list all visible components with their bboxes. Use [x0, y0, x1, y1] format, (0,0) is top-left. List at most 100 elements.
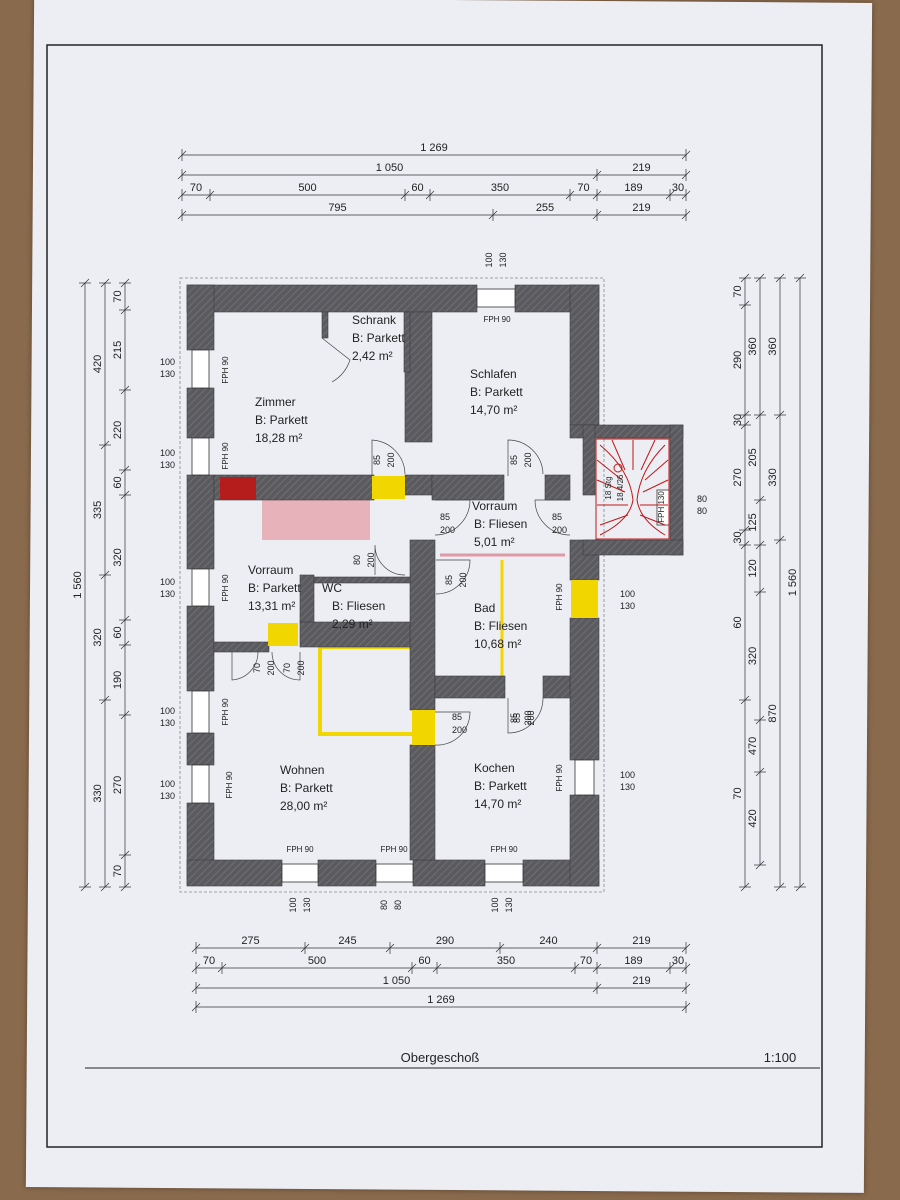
dimension-label: 870	[767, 704, 779, 722]
window-size: 130	[620, 601, 635, 611]
highlight-red-wall	[220, 477, 256, 500]
window-size: 100	[484, 252, 494, 267]
window-size: 100	[620, 770, 635, 780]
window-size: 80	[393, 900, 403, 910]
window-label: FPH 90	[286, 845, 314, 854]
door-size: 200	[366, 552, 376, 567]
dimension-label: 60	[112, 626, 124, 638]
dimension-label: 215	[112, 341, 124, 359]
dimension-label: 70	[732, 285, 744, 297]
door-size: 70	[282, 663, 292, 673]
dimension-label: 219	[632, 162, 650, 174]
room-name: Zimmer	[255, 395, 296, 409]
dimension-label: 70	[203, 955, 215, 967]
window-label: FPH 90	[221, 442, 230, 470]
highlight-yellow-outline	[318, 645, 417, 736]
dimension-label: 320	[112, 548, 124, 566]
room-floor: B: Fliesen	[474, 619, 527, 633]
room-area: 10,68 m²	[474, 637, 521, 651]
window-label: FPH 90	[555, 583, 564, 611]
room-vorraum-lower: Vorraum B: Parkett 13,31 m²	[248, 563, 301, 613]
door-size: 85	[440, 512, 450, 522]
room-area: 14,70 m²	[470, 403, 517, 417]
dimension-label: 290	[732, 351, 744, 369]
door-size: 200	[552, 525, 567, 535]
room-floor: B: Parkett	[248, 581, 301, 595]
dimension-label: 205	[747, 448, 759, 466]
dimension-label: 245	[338, 935, 356, 947]
door-size: 200	[523, 710, 533, 725]
door-size: 80	[352, 555, 362, 565]
dimension-label: 1 050	[383, 975, 411, 987]
dimension-label: 420	[747, 809, 759, 827]
dimension-label: 290	[436, 935, 454, 947]
window-label-alt: FPH 130	[657, 491, 666, 523]
window-size: 100	[160, 706, 175, 716]
room-name: Schlafen	[470, 367, 517, 381]
dimension-label: 70	[112, 865, 124, 877]
dimension-label: 470	[747, 737, 759, 755]
dimension-label: 70	[112, 290, 124, 302]
room-floor: B: Parkett	[255, 413, 308, 427]
dimension-label: 420	[92, 355, 104, 373]
dimension-label: 1 560	[787, 569, 799, 597]
door-size: 200	[266, 660, 276, 675]
dimension-label: 60	[418, 955, 430, 967]
window-size: 130	[160, 589, 175, 599]
window-size: 100	[490, 897, 500, 912]
door-size: 85	[372, 455, 382, 465]
dimension-label: 270	[732, 468, 744, 486]
dimension-label: 335	[92, 501, 104, 519]
window-size: 130	[504, 897, 514, 912]
room-floor: B: Fliesen	[474, 517, 527, 531]
window-size: 80	[379, 900, 389, 910]
dimension-label: 60	[112, 476, 124, 488]
room-schlafen: Schlafen B: Parkett 14,70 m²	[470, 367, 523, 417]
dimension-label: 270	[112, 776, 124, 794]
room-name: Schrank	[352, 313, 397, 327]
dimension-label: 30	[732, 531, 744, 543]
sheet-scale: 1:100	[764, 1050, 797, 1065]
dimension-label: 70	[190, 182, 202, 194]
door-size: 200	[296, 660, 306, 675]
dimension-label: 275	[241, 935, 259, 947]
window-size: 80	[697, 506, 707, 516]
window-size: 130	[302, 897, 312, 912]
door-size: 200	[523, 452, 533, 467]
stair-label-1: 18 Stg	[604, 476, 613, 499]
room-schrank: Schrank B: Parkett 2,42 m²	[352, 313, 405, 363]
dimension-label: 330	[92, 784, 104, 802]
staircase	[595, 438, 670, 540]
dimension-label: 120	[747, 559, 759, 577]
door-size: 85	[509, 713, 519, 723]
window-size: 130	[160, 369, 175, 379]
dimension-label: 30	[732, 414, 744, 426]
room-floor: B: Parkett	[474, 779, 527, 793]
dimension-label: 30	[672, 182, 684, 194]
room-name: WC	[322, 581, 342, 595]
room-area: 5,01 m²	[474, 535, 515, 549]
window-size: 130	[160, 718, 175, 728]
window-size: 130	[160, 460, 175, 470]
room-area: 2,42 m²	[352, 349, 393, 363]
room-floor: B: Parkett	[470, 385, 523, 399]
room-vorraum-upper: Vorraum B: Fliesen 5,01 m²	[472, 499, 527, 549]
dimension-label: 30	[672, 955, 684, 967]
window-label: FPH 90	[225, 771, 234, 799]
dimension-label: 240	[539, 935, 557, 947]
window-label: FPH 90	[483, 315, 511, 324]
window-size: 130	[160, 791, 175, 801]
highlight-pink	[262, 500, 370, 540]
dimension-label: 189	[624, 955, 642, 967]
room-zimmer: Zimmer B: Parkett 18,28 m²	[255, 395, 308, 445]
window-size: 130	[620, 782, 635, 792]
window-size: 130	[498, 252, 508, 267]
dimension-label: 1 560	[72, 571, 84, 599]
dimension-label: 70	[732, 787, 744, 799]
room-name: Vorraum	[248, 563, 293, 577]
room-kochen: Kochen B: Parkett 14,70 m²	[474, 761, 527, 811]
door-size: 200	[458, 572, 468, 587]
window-labels: FPH 90 FPH 90 FPH 90 FPH 90 FPH 90 FPH 9…	[221, 315, 666, 854]
